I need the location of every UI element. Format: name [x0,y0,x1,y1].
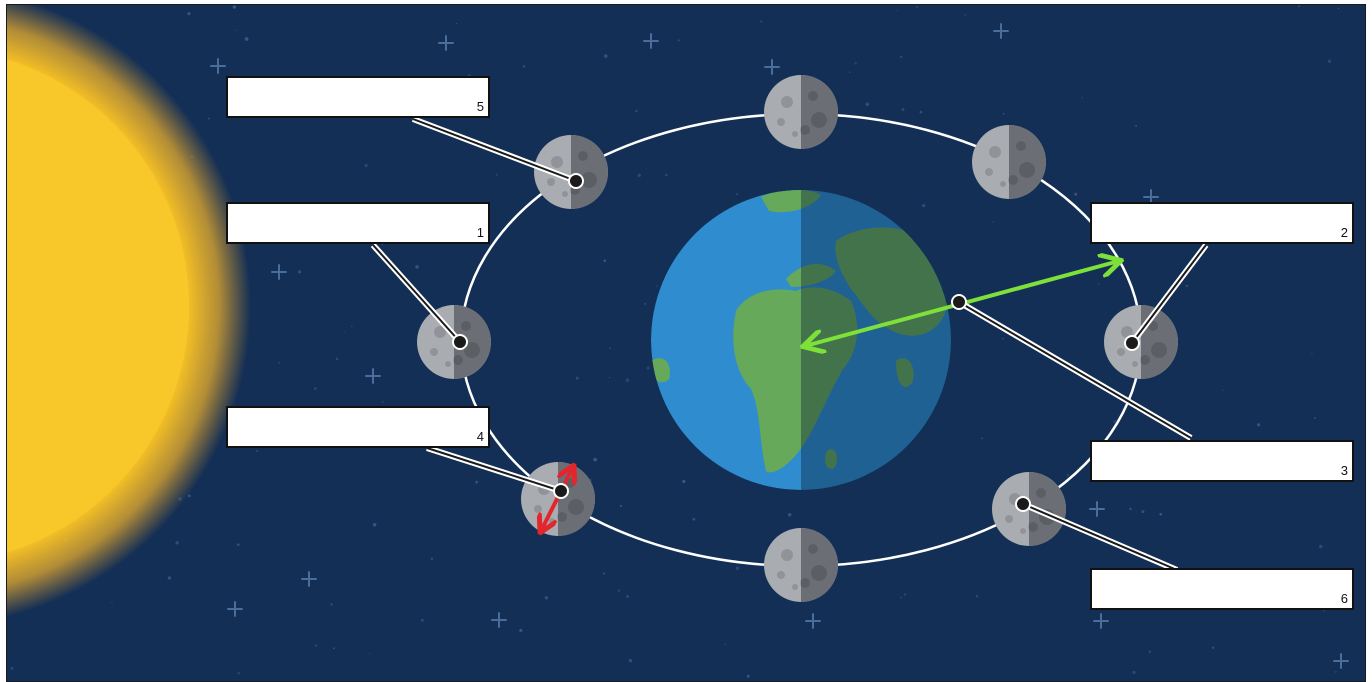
moon-icon [534,135,608,209]
label-box-4[interactable]: 4 [226,406,490,448]
leader-line [370,242,468,350]
label-box-5[interactable]: 5 [226,76,490,118]
leader-dot [568,173,584,189]
moon-orbit-diagram [7,5,1365,681]
label-number: 2 [1340,225,1348,240]
label-number: 6 [1340,591,1348,606]
moon-icon [764,75,838,149]
leader-line [426,445,569,499]
diagram-stage: 5 1 4 2 3 6 [6,4,1366,682]
moon-icon [764,528,838,602]
label-box-3[interactable]: 3 [1090,440,1354,482]
leader-dot [951,294,967,310]
leader-dot [1015,496,1031,512]
label-number: 5 [476,99,484,114]
leader-lines [370,116,1209,573]
leader-dot [1124,335,1140,351]
moon-icon [972,125,1046,199]
label-box-6[interactable]: 6 [1090,568,1354,610]
leader-line [1124,243,1209,351]
label-box-1[interactable]: 1 [226,202,490,244]
moon-icon [992,472,1066,546]
label-number: 4 [476,429,484,444]
label-box-2[interactable]: 2 [1090,202,1354,244]
moon-icon [1104,305,1178,379]
rotation-arrow-icon [541,467,573,531]
leader-dot [553,483,569,499]
label-number: 3 [1340,463,1348,478]
leader-line [411,116,584,189]
label-number: 1 [476,225,484,240]
leader-line [1015,496,1179,573]
leader-line [951,294,1193,441]
leader-dot [452,334,468,350]
sun-icon [7,5,251,617]
